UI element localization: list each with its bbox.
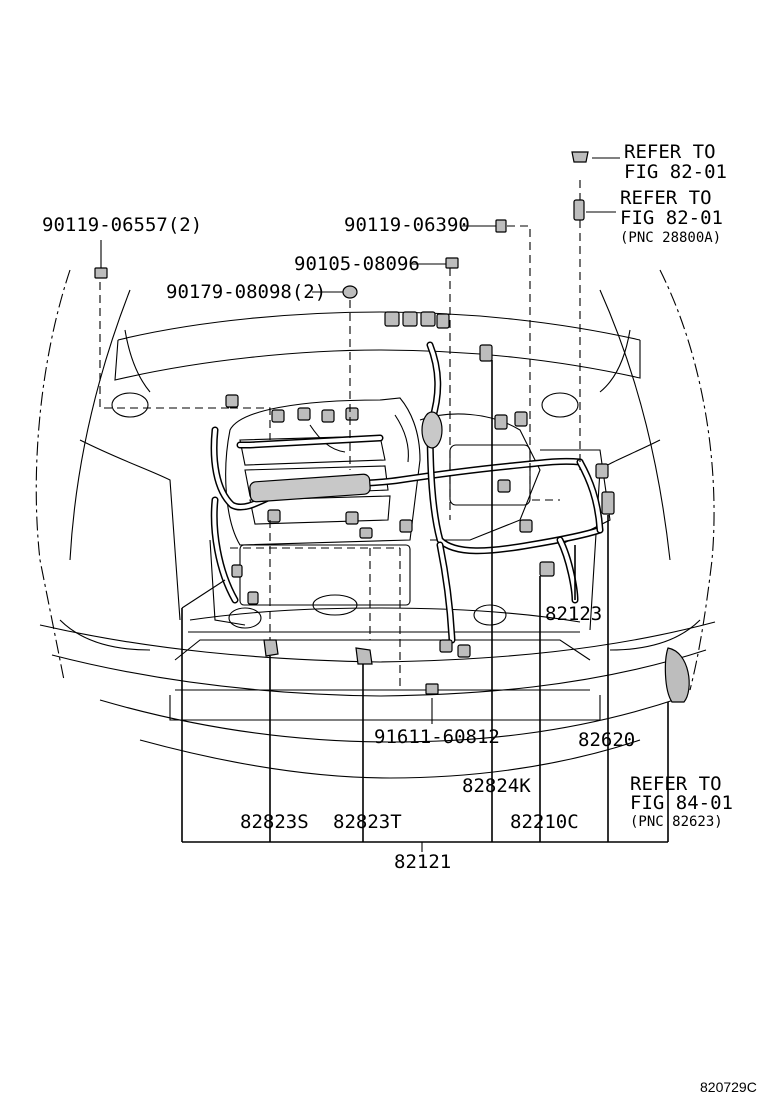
- figure-id: 820729C: [700, 1079, 757, 1095]
- refer-84-01-line2: FIG 84-01: [630, 792, 733, 814]
- part-90119-06390: 90119-06390: [344, 214, 470, 236]
- part-90105-08096: 90105-08096: [294, 253, 420, 275]
- part-90119-06557: 90119-06557(2): [42, 214, 202, 236]
- refer-82-01-a-line1: REFER TO: [624, 141, 716, 163]
- refer-82-01-b-line2: FIG 82-01: [620, 207, 723, 229]
- reference-dashed-lines: [99, 180, 581, 691]
- part-82823T: 82823T: [333, 811, 402, 833]
- refer-82-01-a-line2: FIG 82-01: [624, 161, 727, 183]
- refer-82-01-b-pnc: (PNC 28800A): [620, 230, 721, 246]
- wire-harness-82121: [210, 341, 604, 644]
- part-labels: REFER TO FIG 82-01 REFER TO FIG 82-01 (P…: [42, 141, 757, 1095]
- part-90179-08098: 90179-08098(2): [166, 281, 326, 303]
- part-82824K: 82824K: [462, 775, 531, 797]
- part-82620: 82620: [578, 729, 635, 751]
- refer-84-01-line1: REFER TO: [630, 773, 722, 795]
- part-82121: 82121: [394, 851, 451, 873]
- vehicle-body-outline: [35, 269, 716, 779]
- part-82823S: 82823S: [240, 811, 309, 833]
- refer-82-01-b-line1: REFER TO: [620, 187, 712, 209]
- part-82123: 82123: [545, 603, 602, 625]
- part-91611-60812: 91611-60812: [374, 726, 500, 748]
- refer-84-01-pnc: (PNC 82623): [630, 814, 723, 830]
- harness-connectors: [94, 151, 690, 703]
- part-82210C: 82210C: [510, 811, 579, 833]
- engine-assembly: [225, 397, 611, 629]
- leader-lines: [100, 157, 669, 852]
